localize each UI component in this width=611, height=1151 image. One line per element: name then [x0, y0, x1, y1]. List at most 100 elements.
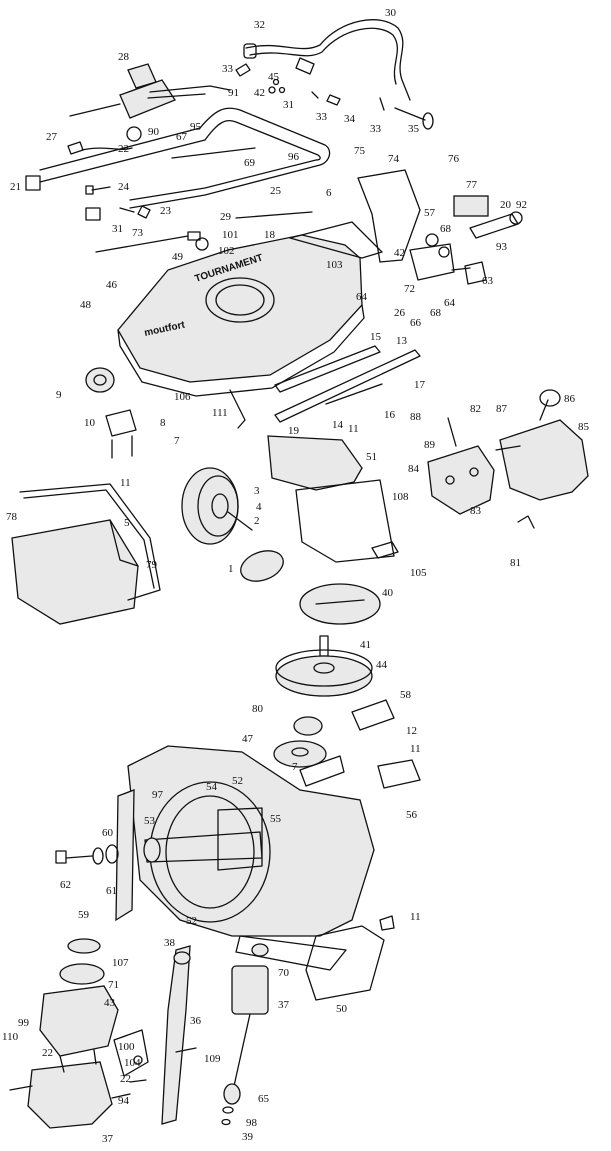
callout-75: 75 — [354, 145, 366, 157]
callout-9: 9 — [56, 389, 62, 401]
callout-33: 33 — [316, 111, 328, 123]
callout-94: 94 — [118, 1095, 130, 1107]
callout-98: 98 — [246, 1117, 258, 1129]
cover-disc — [299, 583, 381, 625]
callout-57: 57 — [424, 207, 436, 219]
front-left-wheel-bracket — [85, 367, 137, 459]
callout-14: 14 — [332, 419, 344, 431]
callout-12: 12 — [406, 725, 417, 737]
mower-deck-housing: moutfort TOURNAMENT — [117, 221, 383, 397]
callout-59: 59 — [78, 909, 90, 921]
callout-50: 50 — [336, 1003, 348, 1015]
callout-80: 80 — [252, 703, 264, 715]
axle-bar — [161, 945, 191, 1125]
callout-88: 88 — [410, 411, 422, 423]
callout-97: 97 — [152, 789, 164, 801]
callout-15: 15 — [370, 331, 382, 343]
callout-37: 37 — [278, 999, 290, 1011]
callout-31: 31 — [283, 99, 294, 111]
callout-40: 40 — [382, 587, 394, 599]
callout-17: 17 — [414, 379, 426, 391]
callout-25: 25 — [270, 185, 282, 197]
callout-92: 92 — [516, 199, 527, 211]
callout-100: 100 — [118, 1041, 135, 1053]
callout-71: 71 — [108, 979, 119, 991]
callout-49: 49 — [172, 251, 184, 263]
upper-handle-assembly — [25, 19, 434, 221]
callout-51: 51 — [366, 451, 377, 463]
callout-58: 58 — [400, 689, 412, 701]
callout-47: 47 — [242, 733, 254, 745]
callout-18: 18 — [264, 229, 276, 241]
callout-46: 46 — [106, 279, 118, 291]
callout-45: 45 — [268, 71, 280, 83]
callout-42: 42 — [394, 247, 405, 259]
callout-103: 103 — [326, 259, 343, 271]
callout-63: 63 — [482, 275, 494, 287]
callout-73: 73 — [132, 227, 144, 239]
cutting-blade — [55, 789, 135, 922]
callout-76: 76 — [448, 153, 460, 165]
callout-1: 1 — [228, 563, 234, 575]
callout-72: 72 — [404, 283, 415, 295]
callout-62: 62 — [60, 879, 71, 891]
drive-motor — [221, 943, 269, 1126]
callout-65: 65 — [258, 1093, 270, 1105]
callout-86: 86 — [564, 393, 576, 405]
callout-35: 35 — [408, 123, 420, 135]
gear-set — [273, 716, 327, 768]
callout-36: 36 — [190, 1015, 202, 1027]
callout-22: 22 — [120, 1073, 131, 1085]
callout-31: 31 — [112, 223, 123, 235]
callout-105: 105 — [410, 567, 427, 579]
callout-101: 101 — [222, 229, 239, 241]
belt-bracket — [299, 699, 421, 789]
drive-gearbox-right — [427, 389, 589, 529]
callout-102: 102 — [218, 245, 235, 257]
callout-10: 10 — [84, 417, 96, 429]
callout-68: 68 — [440, 223, 452, 235]
callout-69: 69 — [244, 157, 256, 169]
callout-11: 11 — [348, 423, 359, 435]
callout-70: 70 — [278, 967, 290, 979]
callout-64: 64 — [356, 291, 368, 303]
rear-chute — [267, 435, 399, 563]
callout-48: 48 — [80, 299, 92, 311]
callout-13: 13 — [396, 335, 408, 347]
callout-79: 79 — [146, 559, 158, 571]
callout-108: 108 — [392, 491, 409, 503]
callout-78: 78 — [6, 511, 18, 523]
callout-22: 22 — [118, 143, 129, 155]
callout-27: 27 — [46, 131, 58, 143]
drive-pulley — [275, 635, 373, 697]
cutter-deck-lower — [127, 745, 385, 1001]
callout-11: 11 — [410, 911, 421, 923]
callout-68: 68 — [430, 307, 442, 319]
callout-84: 84 — [408, 463, 420, 475]
callout-81: 81 — [510, 557, 521, 569]
callout-37: 37 — [102, 1133, 114, 1145]
callout-11: 11 — [120, 477, 131, 489]
side-rails — [229, 345, 421, 429]
callout-67: 67 — [176, 131, 188, 143]
callout-109: 109 — [204, 1053, 221, 1065]
callout-60: 60 — [102, 827, 114, 839]
callout-39: 39 — [242, 1131, 254, 1143]
callout-56: 56 — [406, 809, 418, 821]
grass-collector — [11, 483, 161, 625]
callout-111: 111 — [212, 407, 228, 419]
callout-106: 106 — [174, 391, 191, 403]
callout-11: 11 — [410, 743, 421, 755]
callout-26: 26 — [394, 307, 406, 319]
callout-90: 90 — [148, 126, 160, 138]
callout-85: 85 — [578, 421, 590, 433]
callout-44: 44 — [376, 659, 388, 671]
callout-23: 23 — [160, 205, 172, 217]
drive-cable-assembly — [95, 211, 313, 253]
callout-61: 61 — [106, 885, 117, 897]
callout-82: 82 — [470, 403, 481, 415]
callout-6: 6 — [326, 187, 332, 199]
callout-43: 43 — [104, 997, 116, 1009]
callout-66: 66 — [410, 317, 422, 329]
callout-33: 33 — [222, 63, 234, 75]
